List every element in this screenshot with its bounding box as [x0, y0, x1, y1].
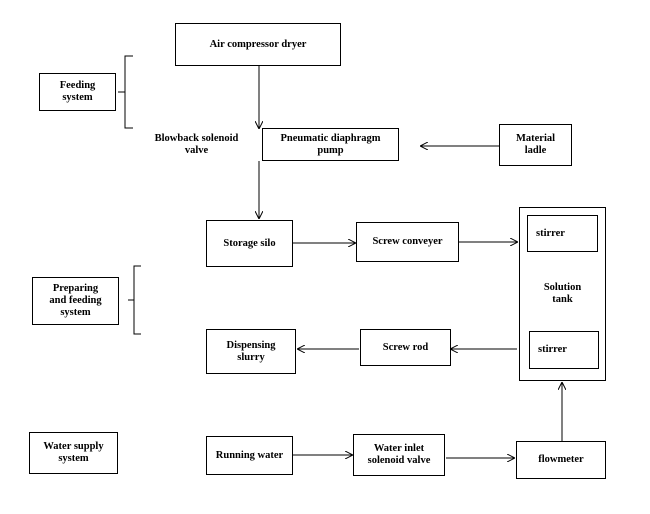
node-storage-silo: Storage silo [206, 220, 293, 267]
node-water-inlet-solenoid-valve: Water inlet solenoid valve [353, 434, 445, 476]
preparing-feeding-brace [128, 265, 141, 335]
node-stirrer-bottom: stirrer [529, 331, 599, 369]
node-material-ladle: Material ladle [499, 124, 572, 166]
node-screw-rod: Screw rod [360, 329, 451, 366]
node-water-supply-system: Water supply system [29, 432, 118, 474]
node-dispensing-slurry: Dispensing slurry [206, 329, 296, 374]
feeding-system-brace [118, 55, 133, 129]
node-stirrer-top: stirrer [527, 215, 598, 252]
node-pneumatic-diaphragm-pump: Pneumatic diaphragm pump [262, 128, 399, 161]
node-preparing-feeding-system: Preparing and feeding system [32, 277, 119, 325]
node-running-water: Running water [206, 436, 293, 475]
node-screw-conveyer: Screw conveyer [356, 222, 459, 262]
node-air-compressor-dryer: Air compressor dryer [175, 23, 341, 66]
node-feeding-system: Feeding system [39, 73, 116, 111]
node-flowmeter: flowmeter [516, 441, 606, 479]
node-blowback-solenoid-valve: Blowback solenoid valve [154, 133, 239, 156]
